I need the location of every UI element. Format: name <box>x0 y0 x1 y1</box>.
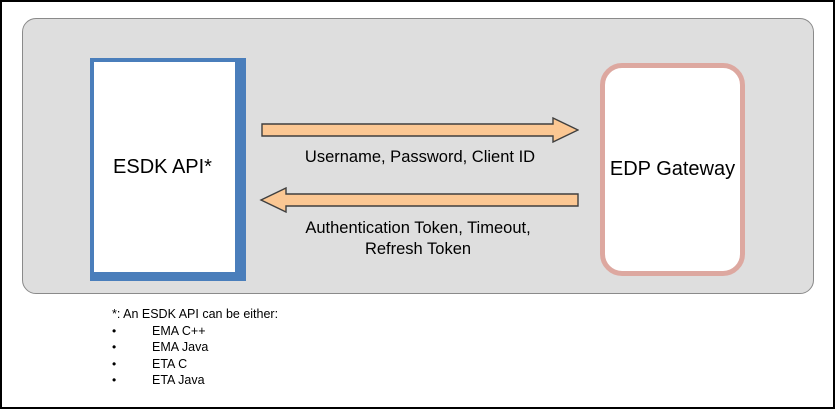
footnote-item-label: EMA C++ <box>152 323 206 338</box>
footnote-item: • EMA Java <box>112 341 532 358</box>
arrow-response-caption: Authentication Token, Timeout, Refresh T… <box>305 219 531 259</box>
arrow-response: Authentication Token, Timeout, Refresh T… <box>257 187 579 261</box>
bullet-icon: • <box>112 340 117 355</box>
arrow-request-caption: Username, Password, Client ID <box>304 148 536 166</box>
diagram-panel: ESDK API* Username, Password, Client ID … <box>22 18 814 294</box>
footnote-item-label: EMA Java <box>152 340 209 355</box>
footnote-item-label: ETA C <box>152 356 188 371</box>
node-edp-gateway-label: EDP Gateway <box>609 157 736 180</box>
bullet-icon: • <box>112 356 117 371</box>
arrow-request: Username, Password, Client ID <box>261 117 579 168</box>
node-esdk-api: ESDK API* <box>90 58 246 281</box>
node-edp-gateway: EDP Gateway <box>600 63 745 276</box>
footnote-item: • EMA C++ <box>112 325 532 342</box>
arrow-response-icon <box>259 187 579 213</box>
arrow-request-icon <box>261 117 579 143</box>
footnote-item: • ETA C <box>112 358 532 375</box>
footnote-item-label: ETA Java <box>152 373 205 388</box>
bullet-icon: • <box>112 373 117 388</box>
bullet-icon: • <box>112 323 117 338</box>
footnote-heading: *: An ESDK API can be either: <box>112 307 279 321</box>
footnote-block: *: An ESDK API can be either: • EMA C++ … <box>112 307 532 391</box>
footnote-item: • ETA Java <box>112 374 532 391</box>
footnote-list: • EMA C++ • EMA Java • ETA C • ETA Java <box>112 325 532 391</box>
node-esdk-api-label: ESDK API* <box>113 156 212 178</box>
